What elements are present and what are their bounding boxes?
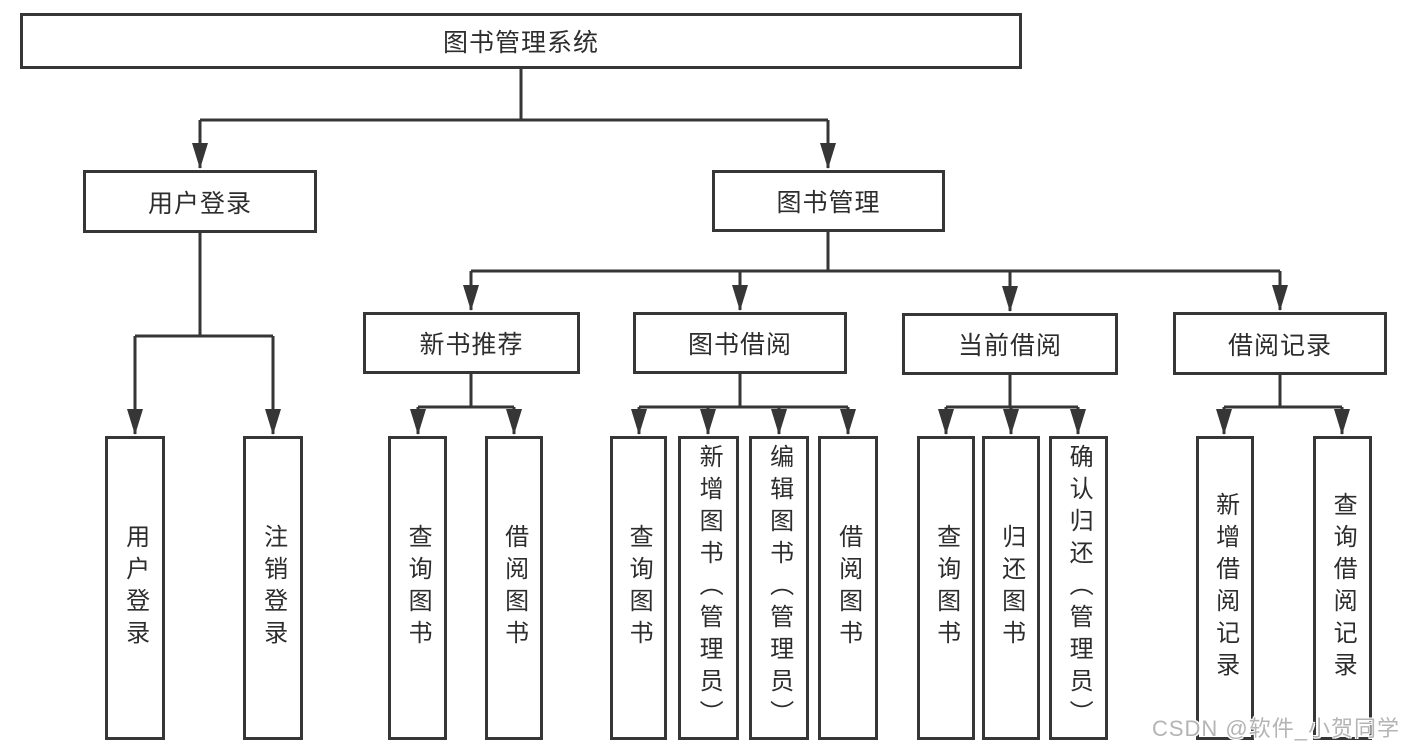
leaf-bb-query-books: 查询图书 <box>610 436 667 740</box>
leaf-cb-query-books: 查询图书 <box>917 436 975 740</box>
node-borrow-records: 借阅记录 <box>1173 312 1387 375</box>
node-new-book-recommend-label: 新书推荐 <box>419 331 524 359</box>
leaf-cb-confirm-return-admin-label: 确认归还（管理员） <box>1065 444 1093 732</box>
node-book-management-label: 图书管理 <box>776 189 881 217</box>
node-book-management: 图书管理 <box>712 170 945 232</box>
leaf-cb-return-books-label: 归还图书 <box>997 524 1025 652</box>
leaf-cb-return-books: 归还图书 <box>982 436 1040 740</box>
leaf-bb-borrow-books-label: 借阅图书 <box>834 524 862 652</box>
leaf-user-login: 用户登录 <box>105 436 165 740</box>
leaf-cb-confirm-return-admin: 确认归还（管理员） <box>1049 436 1108 740</box>
leaf-br-query-record-label: 查询借阅记录 <box>1329 492 1357 684</box>
csdn-watermark: CSDN @软件_小贺同学 <box>1151 716 1400 741</box>
leaf-logout: 注销登录 <box>243 436 303 740</box>
leaf-bb-edit-books-admin-label: 编辑图书（管理员） <box>765 444 793 732</box>
node-current-borrowing-label: 当前借阅 <box>957 332 1062 360</box>
leaf-bb-add-books-admin: 新增图书（管理员） <box>678 436 739 740</box>
leaf-br-add-record-label: 新增借阅记录 <box>1211 492 1239 684</box>
leaf-cb-query-books-label: 查询图书 <box>932 524 960 652</box>
leaf-bb-query-books-label: 查询图书 <box>625 524 653 652</box>
leaf-nbr-borrow-books-label: 借阅图书 <box>500 524 528 652</box>
leaf-br-add-record: 新增借阅记录 <box>1196 436 1254 740</box>
node-new-book-recommend: 新书推荐 <box>363 312 580 374</box>
leaf-nbr-query-books: 查询图书 <box>388 436 447 740</box>
leaf-br-query-record: 查询借阅记录 <box>1313 436 1372 740</box>
leaf-logout-label: 注销登录 <box>259 524 287 652</box>
node-current-borrowing: 当前借阅 <box>902 313 1118 375</box>
leaf-user-login-label: 用户登录 <box>121 524 149 652</box>
leaf-nbr-query-books-label: 查询图书 <box>404 524 432 652</box>
node-book-borrowing: 图书借阅 <box>633 312 847 374</box>
node-borrow-records-label: 借阅记录 <box>1227 331 1332 360</box>
leaf-bb-borrow-books: 借阅图书 <box>818 436 878 740</box>
node-book-borrowing-label: 图书借阅 <box>687 331 792 359</box>
node-user-login: 用户登录 <box>83 170 317 233</box>
leaf-bb-add-books-admin-label: 新增图书（管理员） <box>695 444 723 732</box>
node-root: 图书管理系统 <box>20 13 1022 69</box>
leaf-bb-edit-books-admin: 编辑图书（管理员） <box>749 436 809 740</box>
node-root-label: 图书管理系统 <box>442 29 599 57</box>
leaf-nbr-borrow-books: 借阅图书 <box>485 436 543 740</box>
node-user-login-label: 用户登录 <box>147 189 252 218</box>
